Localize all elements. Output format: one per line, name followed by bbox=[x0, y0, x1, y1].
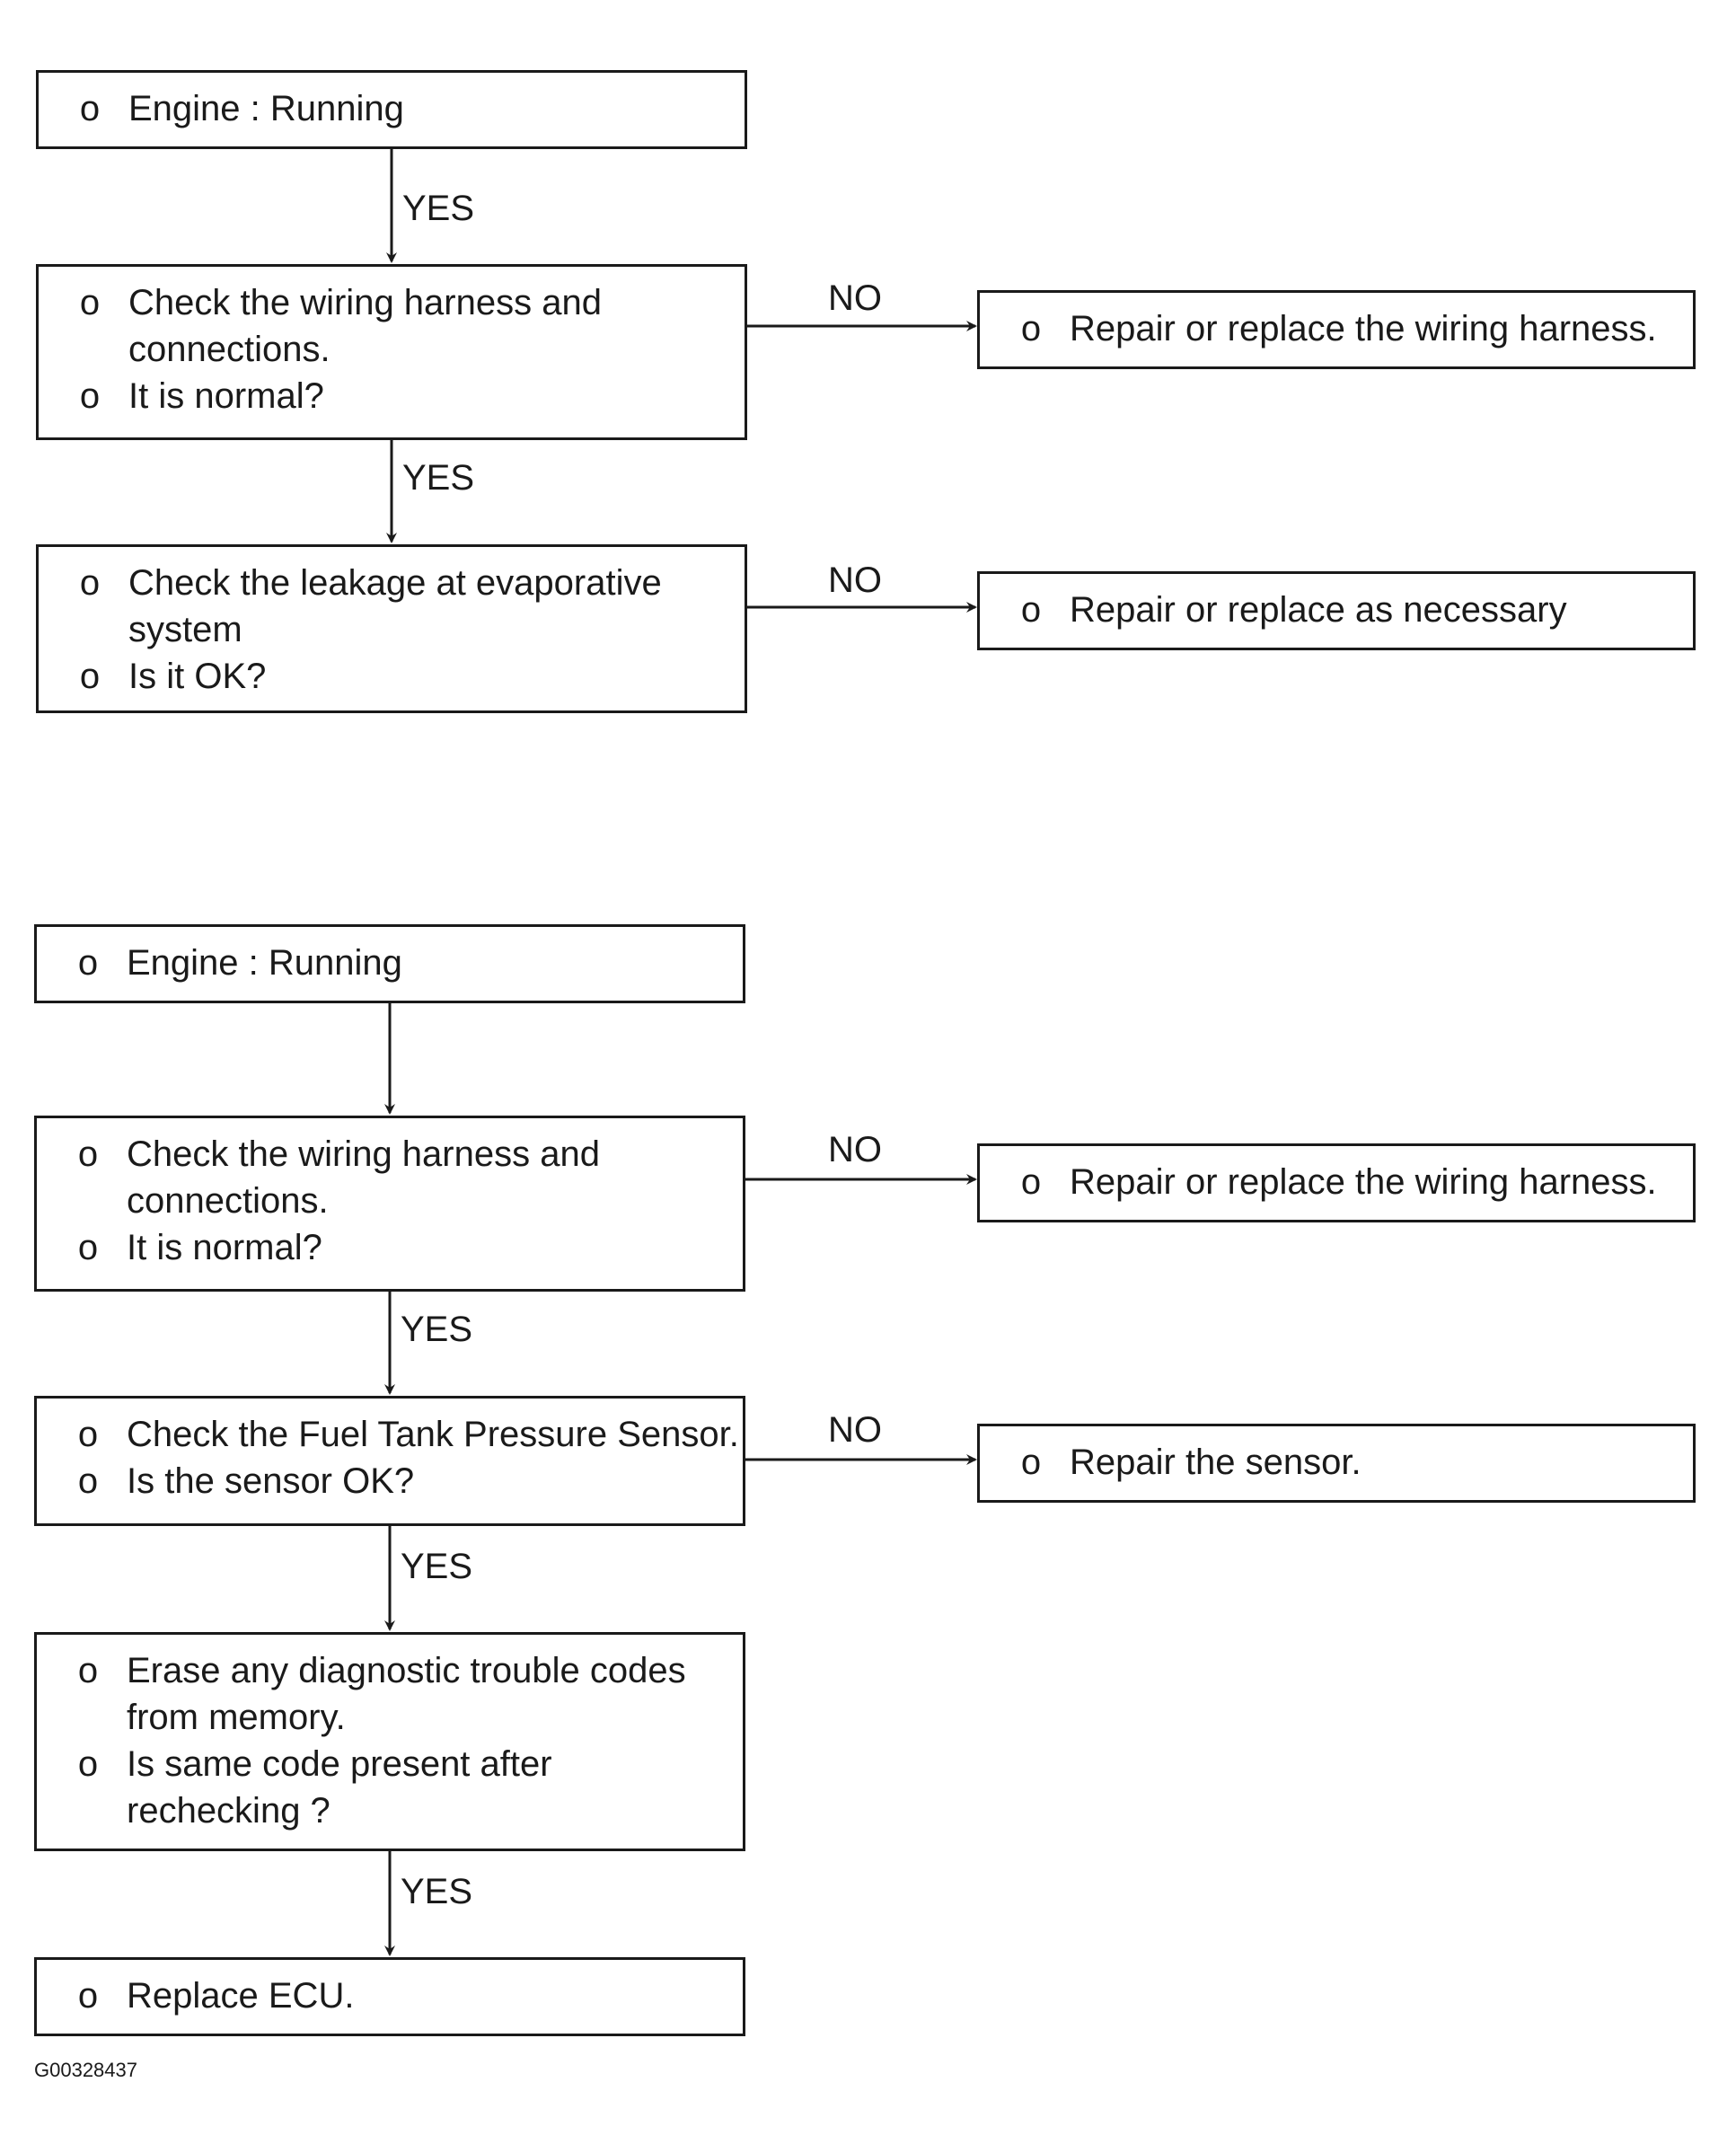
box-text: Engine : Running bbox=[128, 89, 404, 128]
yes-label: YES bbox=[401, 1547, 473, 1586]
box-check-wiring-1: o Check the wiring harness and connection… bbox=[36, 264, 747, 440]
bullet: o bbox=[1020, 1443, 1042, 1482]
yes-label: YES bbox=[402, 189, 475, 228]
bullet: o bbox=[77, 1744, 99, 1784]
box-text: Repair or replace the wiring harness. bbox=[1070, 309, 1657, 349]
box-repair-wiring-1: o Repair or replace the wiring harness. bbox=[977, 290, 1696, 369]
bullet: o bbox=[77, 1651, 99, 1690]
box-repair-necessary: o Repair or replace as necessary bbox=[977, 571, 1696, 650]
box-text: Engine : Running bbox=[127, 943, 402, 983]
figure-id: G00328437 bbox=[34, 2059, 137, 2081]
no-label: NO bbox=[828, 1130, 882, 1169]
box-text: Repair the sensor. bbox=[1070, 1443, 1361, 1482]
box-text: Repair or replace the wiring harness. bbox=[1070, 1162, 1657, 1202]
box-text: It is normal? bbox=[128, 376, 324, 416]
box-text: Check the wiring harness and bbox=[127, 1134, 600, 1174]
box-text: connections. bbox=[127, 1181, 329, 1221]
box-replace-ecu: o Replace ECU. bbox=[34, 1957, 745, 2036]
box-text: Is same code present after bbox=[127, 1744, 552, 1784]
bullet: o bbox=[77, 1976, 99, 2016]
bullet: o bbox=[1020, 1162, 1042, 1202]
box-engine-running-2: o Engine : Running bbox=[34, 924, 745, 1003]
box-text: Check the leakage at evaporative bbox=[128, 563, 662, 603]
box-text: Check the Fuel Tank Pressure Sensor. bbox=[127, 1415, 739, 1454]
bullet: o bbox=[77, 1461, 99, 1501]
bullet: o bbox=[79, 563, 101, 603]
no-label: NO bbox=[828, 560, 882, 600]
box-text: system bbox=[128, 610, 242, 649]
box-text: Is it OK? bbox=[128, 657, 267, 696]
box-text: connections. bbox=[128, 330, 330, 369]
yes-label: YES bbox=[402, 458, 475, 498]
box-check-leakage: o Check the leakage at evaporative system… bbox=[36, 544, 747, 713]
box-text: Replace ECU. bbox=[127, 1976, 355, 2016]
box-text: Is the sensor OK? bbox=[127, 1461, 415, 1501]
box-erase-codes: o Erase any diagnostic trouble codes from… bbox=[34, 1632, 745, 1851]
box-check-wiring-2: o Check the wiring harness and connection… bbox=[34, 1116, 745, 1292]
bullet: o bbox=[79, 89, 101, 128]
box-text: Repair or replace as necessary bbox=[1070, 590, 1567, 630]
yes-label: YES bbox=[401, 1872, 473, 1911]
box-text: rechecking ? bbox=[127, 1791, 330, 1831]
bullet: o bbox=[1020, 590, 1042, 630]
box-repair-sensor: o Repair the sensor. bbox=[977, 1424, 1696, 1503]
bullet: o bbox=[77, 1134, 99, 1174]
box-text: Check the wiring harness and bbox=[128, 283, 602, 322]
bullet: o bbox=[1020, 309, 1042, 349]
bullet: o bbox=[77, 1228, 99, 1267]
bullet: o bbox=[79, 376, 101, 416]
bullet: o bbox=[77, 943, 99, 983]
bullet: o bbox=[79, 283, 101, 322]
no-label: NO bbox=[828, 1410, 882, 1450]
box-repair-wiring-2: o Repair or replace the wiring harness. bbox=[977, 1143, 1696, 1222]
bullet: o bbox=[77, 1415, 99, 1454]
yes-label: YES bbox=[401, 1310, 473, 1349]
no-label: NO bbox=[828, 278, 882, 318]
box-text: It is normal? bbox=[127, 1228, 322, 1267]
box-engine-running-1: o Engine : Running bbox=[36, 70, 747, 149]
bullet: o bbox=[79, 657, 101, 696]
box-text: from memory. bbox=[127, 1698, 346, 1737]
box-text: Erase any diagnostic trouble codes bbox=[127, 1651, 686, 1690]
